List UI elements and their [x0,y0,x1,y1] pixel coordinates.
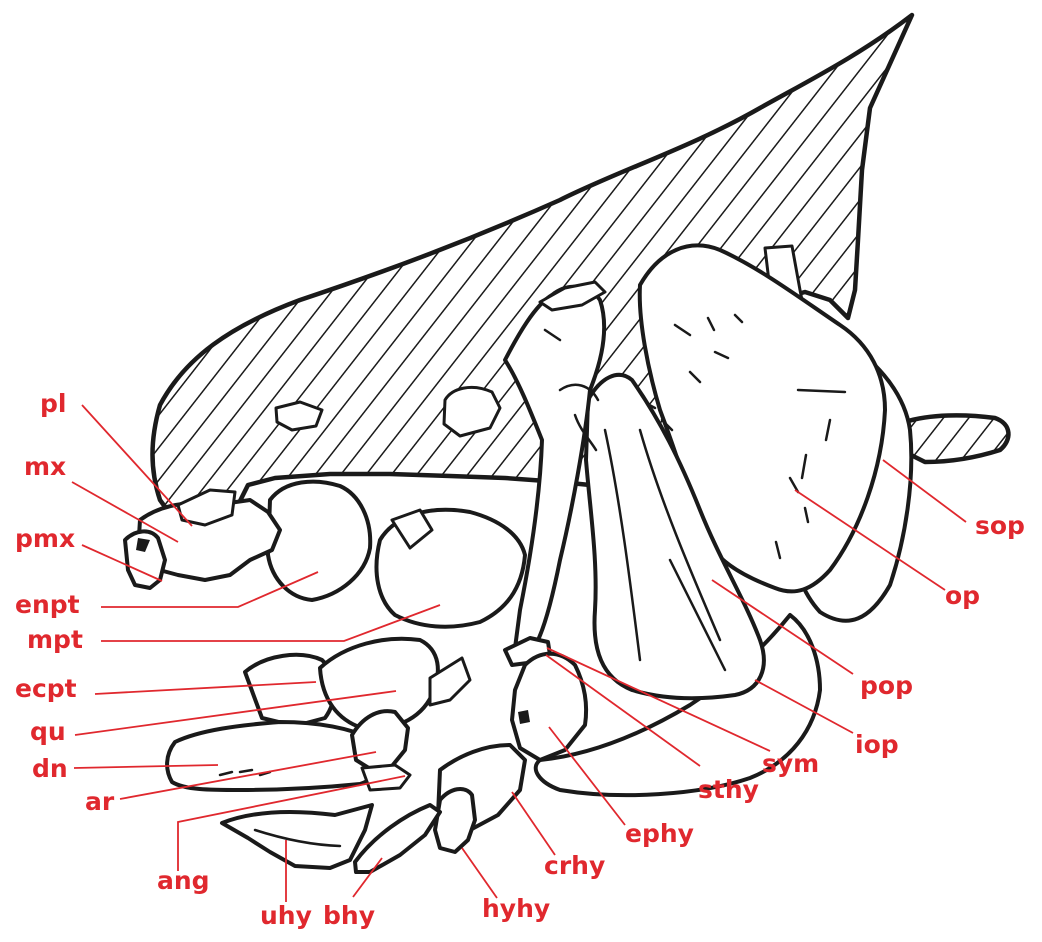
dentary [167,722,381,790]
epihyal [512,654,586,760]
label-sym: sym [762,749,819,778]
angular [362,765,410,790]
label-dn: dn [32,754,68,783]
label-sop: sop [975,511,1025,540]
urohyal [222,805,372,868]
label-ecpt: ecpt [15,674,77,703]
leader-hyhy [462,848,497,898]
label-bhy: bhy [323,901,375,930]
label-crhy: crhy [544,851,605,880]
label-iop: iop [855,730,899,759]
entopterygoid [268,482,370,600]
label-uhy: uhy [260,901,312,930]
label-hyhy: hyhy [482,894,550,923]
label-mpt: mpt [27,625,83,654]
label-enpt: enpt [15,590,80,619]
label-qu: qu [30,717,66,746]
lower-jaw [167,711,410,790]
label-pop: pop [860,671,913,700]
label-ephy: ephy [625,819,694,848]
label-ang: ang [157,866,210,895]
subopercle-tail [905,415,1008,462]
cranial-foramen [276,402,322,430]
upper-jaw [125,490,280,588]
label-pmx: pmx [15,524,75,553]
leader-crhy [512,792,555,855]
hypohyal [435,789,475,852]
label-sthy: sthy [698,775,759,804]
label-ar: ar [85,787,115,816]
label-mx: mx [24,452,66,481]
label-op: op [945,581,980,610]
label-pl: pl [40,389,66,418]
